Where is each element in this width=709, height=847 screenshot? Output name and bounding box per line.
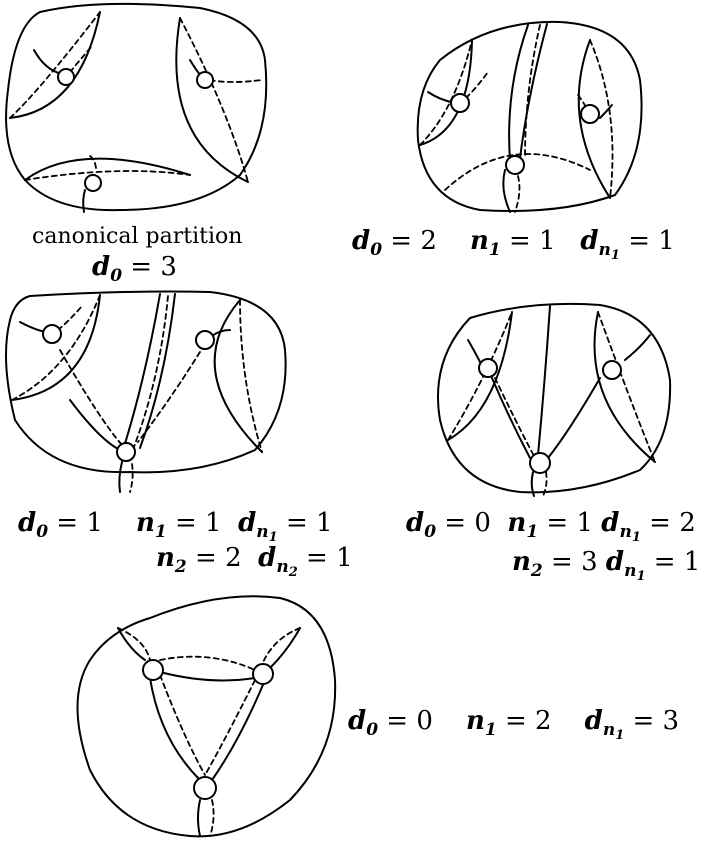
handle-curve	[19, 321, 47, 333]
handle-curve-hidden	[494, 377, 536, 459]
cut-curve	[69, 399, 121, 451]
cut-curve	[9, 11, 101, 119]
handle-hole	[450, 93, 470, 113]
cut-curve	[519, 23, 548, 159]
caption-fig3-line1: d0 = 1 n1 = 1 dn1 = 1	[18, 508, 333, 545]
figure-4	[437, 302, 672, 497]
cut-curve	[159, 671, 256, 682]
surface-outline	[416, 20, 643, 212]
cut-curve	[491, 377, 531, 459]
cut-curve-hidden	[542, 471, 548, 497]
handle-hole	[142, 659, 164, 681]
surface-outline	[76, 595, 337, 838]
cut-curve-hidden	[159, 655, 256, 671]
caption-fig4-line1: d0 = 0 n1 = 1 dn1 = 2	[406, 508, 696, 545]
handle-hole	[529, 452, 551, 474]
cut-curve	[447, 311, 513, 441]
cut-curve-hidden	[444, 153, 591, 191]
cut-curve	[149, 677, 201, 781]
handle-curve-hidden	[69, 45, 93, 73]
handle-hole	[193, 776, 217, 800]
handle-curve-hidden	[465, 71, 489, 99]
handle-hole	[196, 71, 214, 89]
cut-curve	[502, 169, 511, 213]
cut-curve-hidden	[159, 674, 206, 776]
cut-curve-hidden	[524, 24, 541, 159]
cut-curve-hidden	[597, 311, 656, 463]
cut-curve	[593, 311, 656, 463]
handle-curve	[467, 339, 481, 363]
cut-curve-hidden	[209, 799, 215, 837]
cut-curve-hidden	[447, 311, 513, 441]
handle-curve	[624, 334, 651, 361]
surface-outline	[5, 290, 287, 474]
handle-hole	[580, 104, 600, 124]
caption-fig2: d0 = 2 n1 = 1 dn1 = 1	[352, 226, 675, 263]
cut-curve-hidden	[59, 349, 123, 446]
handle-hole	[602, 360, 622, 380]
handle-curve-hidden	[89, 155, 97, 169]
surface-outline	[5, 2, 268, 212]
handle-hole	[57, 68, 75, 86]
figure-3	[5, 290, 287, 493]
cut-curve-hidden	[117, 627, 151, 661]
cut-curve-hidden	[24, 170, 191, 181]
handle-hole	[42, 324, 62, 344]
cut-curve	[269, 627, 301, 669]
cut-curve	[577, 39, 611, 199]
handle-hole	[84, 174, 102, 192]
cut-curve	[122, 293, 161, 451]
cut-curve	[213, 299, 263, 453]
handle-curve	[547, 377, 601, 459]
cut-curve	[11, 294, 101, 401]
cut-curve-hidden	[514, 175, 521, 213]
cut-curve-hidden	[239, 299, 263, 453]
cut-curve	[117, 627, 146, 661]
cut-curve-hidden	[11, 294, 101, 401]
cut-curve-hidden	[204, 679, 256, 776]
handle-curve	[82, 189, 86, 213]
cut-curve	[530, 471, 535, 497]
caption-canonical-partition: canonical partition	[32, 224, 243, 249]
surface-outline	[437, 302, 672, 494]
cut-curve	[24, 157, 191, 181]
cut-curve	[211, 679, 266, 781]
cut-curve-hidden	[589, 39, 614, 199]
caption-fig3-line2: n2 = 2 dn2 = 1	[156, 543, 353, 580]
handle-curve-hidden	[209, 79, 263, 83]
handle-hole	[116, 442, 136, 462]
handle-hole	[505, 155, 525, 175]
figure-5	[76, 595, 337, 838]
caption-fig1-line2: d0 = 3	[92, 252, 177, 286]
figure-canonical-partition	[5, 2, 268, 213]
caption-fig4-line2: n2 = 3 dn1 = 1	[512, 547, 701, 584]
cut-curve-hidden	[129, 463, 134, 493]
figure-2	[416, 20, 643, 213]
handle-curve	[599, 104, 613, 119]
handle-hole	[195, 330, 215, 350]
handle-curve	[33, 49, 63, 75]
handle-curve-hidden	[137, 351, 201, 443]
cut-curve	[197, 799, 201, 837]
cut-curve	[508, 24, 529, 161]
cut-curve-hidden	[9, 11, 101, 119]
cut-curve-hidden	[179, 17, 249, 183]
cut-curve-hidden	[131, 295, 169, 453]
handle-hole	[478, 358, 498, 378]
cut-curve	[139, 293, 176, 449]
cut-curve	[537, 305, 551, 456]
cut-curve	[118, 461, 123, 493]
caption-fig5: d0 = 0 n1 = 2 dn1 = 3	[348, 706, 680, 743]
handle-curve	[211, 329, 231, 337]
cut-curve	[175, 17, 249, 183]
handle-hole	[252, 663, 274, 685]
handle-curve-hidden	[57, 305, 83, 331]
